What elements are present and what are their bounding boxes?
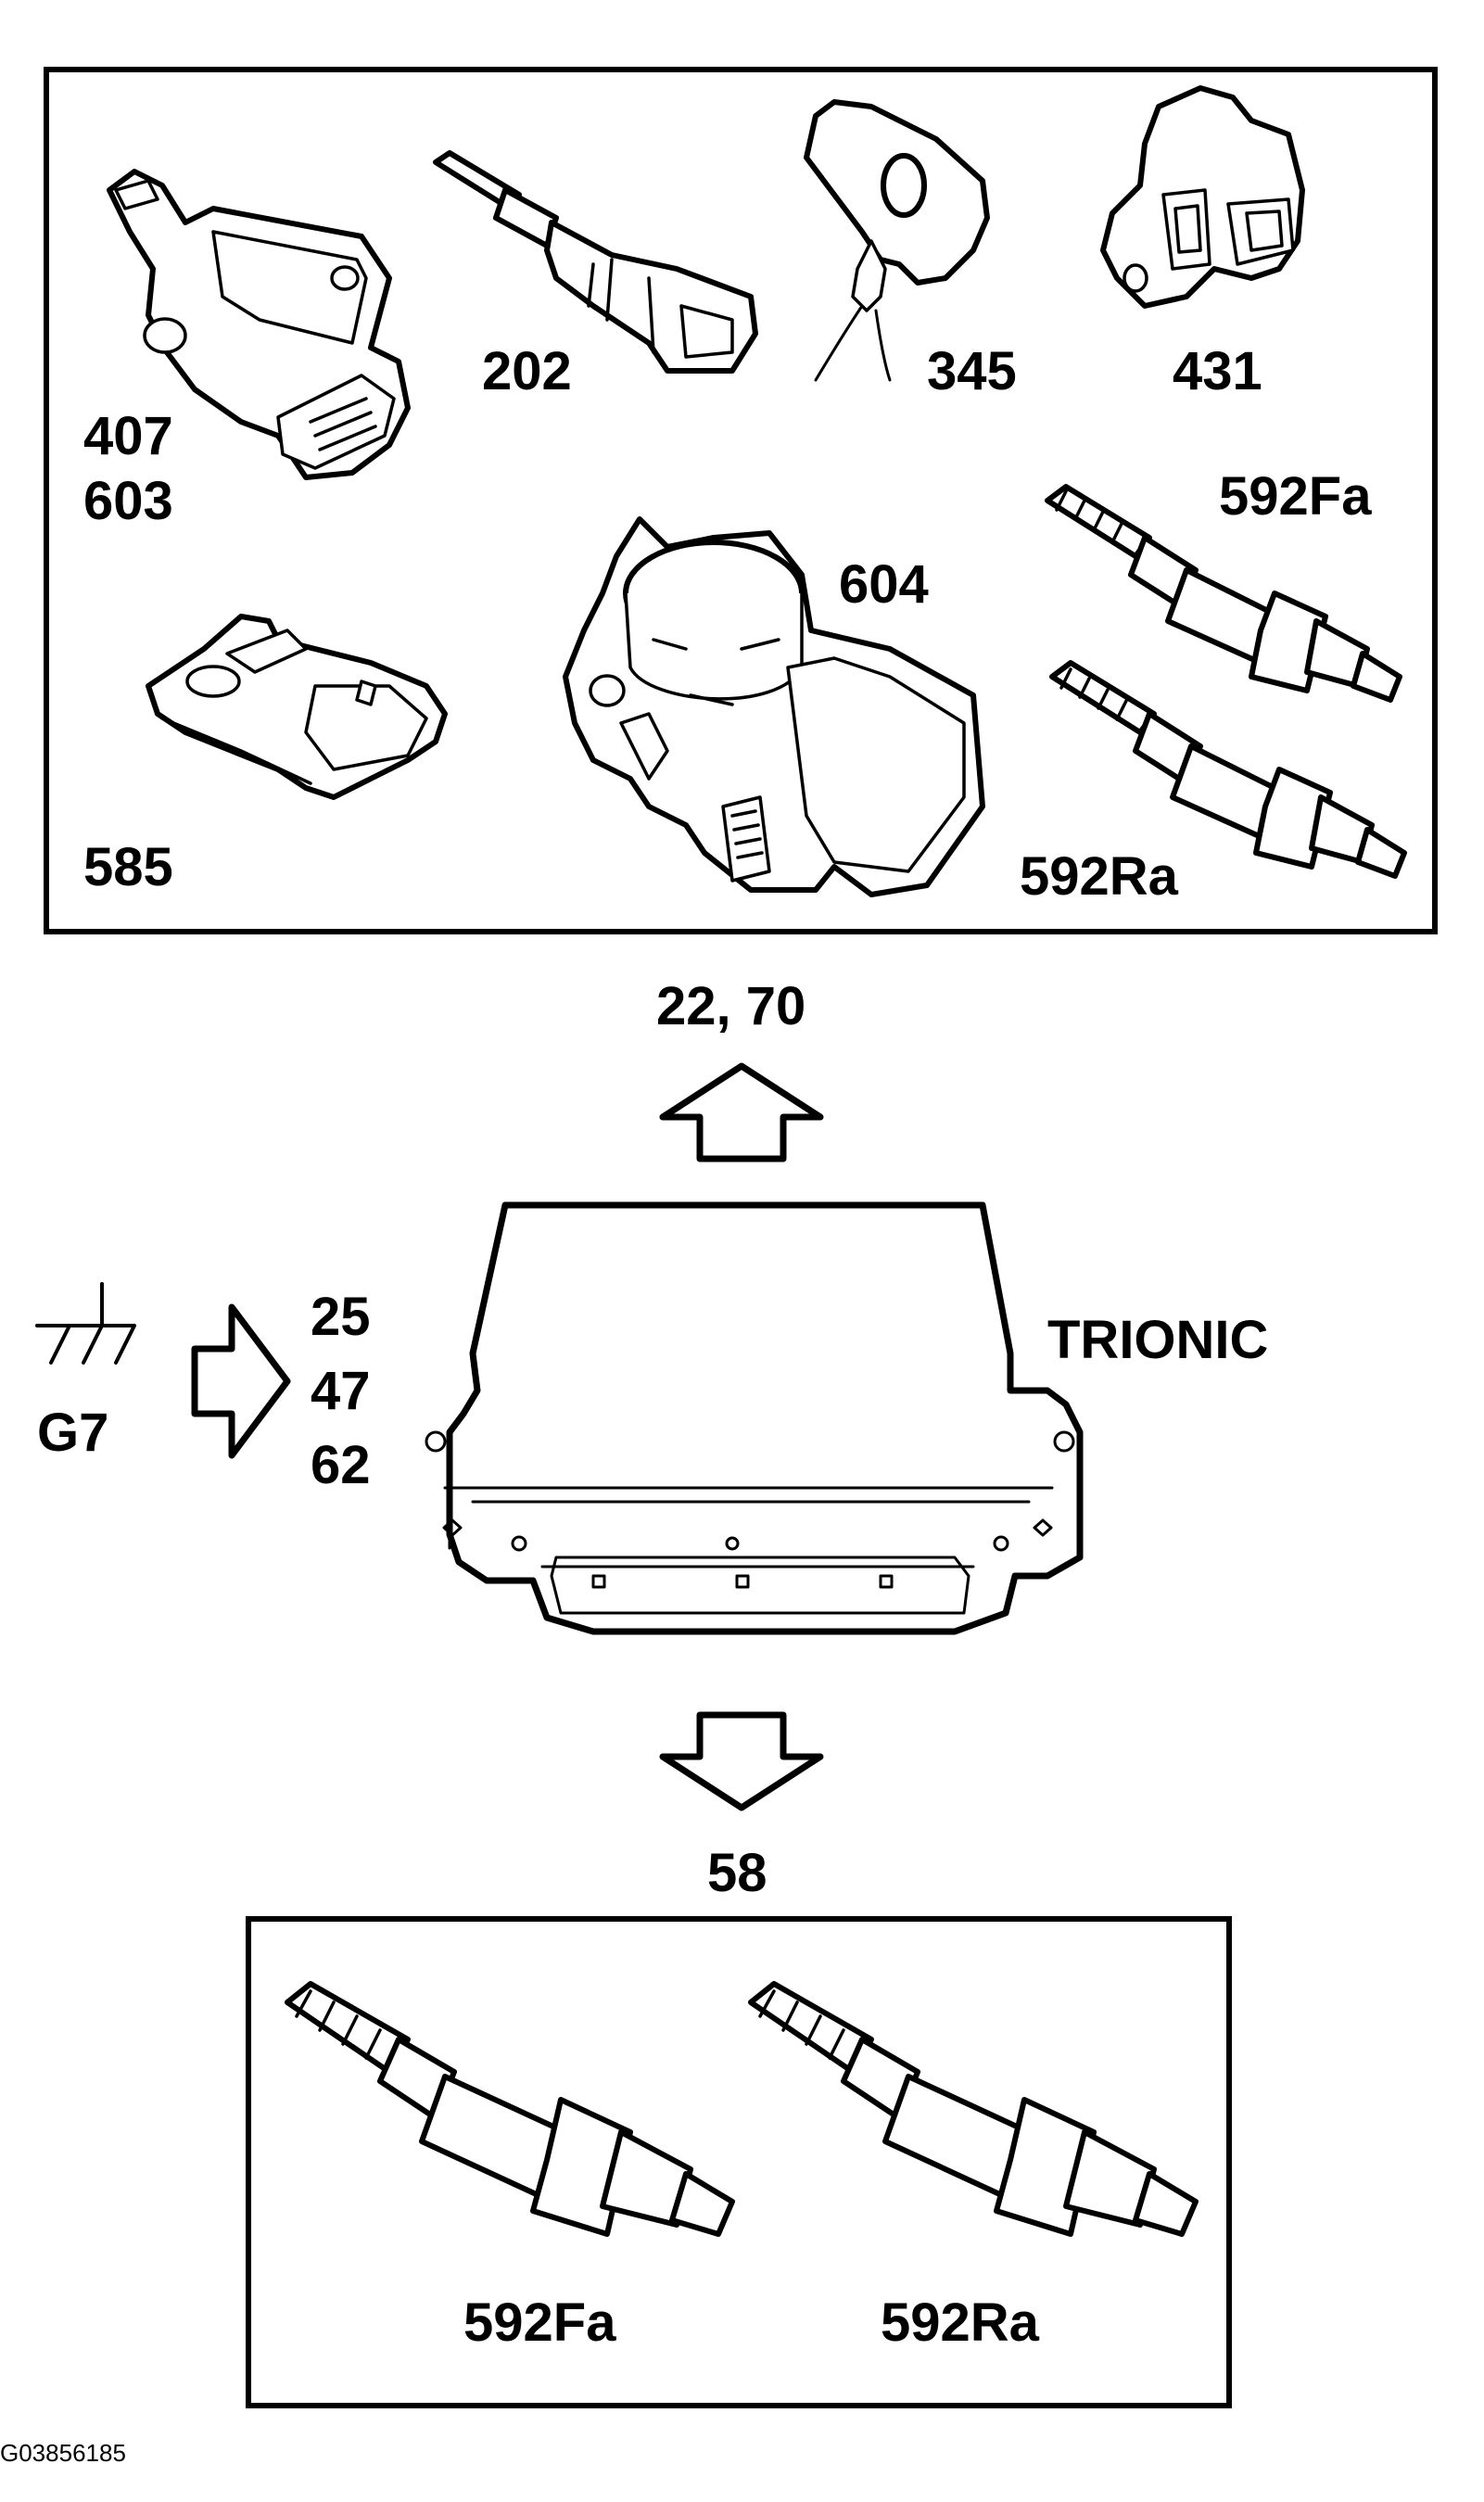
ground-symbol — [35, 1282, 136, 1365]
sensor-202-drawing — [433, 150, 758, 374]
label-592Fa-bottom: 592Fa — [463, 2292, 616, 2353]
throttle-body-604-drawing — [563, 516, 985, 897]
sensor-585-drawing — [146, 614, 448, 800]
label-592Ra-top: 592Ra — [1020, 846, 1179, 907]
oxygen-sensor-592Fa-bottom-drawing — [285, 1981, 735, 2237]
label-ground: G7 — [37, 1403, 108, 1463]
input-arrow — [191, 1303, 291, 1459]
label-592Ra-bottom: 592Ra — [881, 2292, 1040, 2353]
sensor-407-603-drawing — [107, 169, 411, 480]
label-407: 407 — [83, 406, 173, 466]
oxygen-sensor-592Ra-bottom-drawing — [748, 1981, 1199, 2237]
label-202: 202 — [482, 341, 572, 401]
sensor-345-drawing — [804, 99, 990, 382]
label-603: 603 — [83, 471, 173, 531]
bottom-components-box: 592Fa 592Ra — [246, 1916, 1232, 2408]
input-label-1: 25 — [311, 1287, 371, 1347]
label-604: 604 — [839, 554, 929, 615]
label-431: 431 — [1173, 341, 1262, 401]
label-585: 585 — [83, 837, 173, 897]
label-down-arrow: 58 — [707, 1843, 767, 1903]
figure-id: G03856185 — [0, 2439, 126, 2467]
label-up-arrow: 22, 70 — [656, 976, 805, 1036]
oxygen-sensor-592Ra-top-drawing — [1049, 660, 1407, 879]
trionic-ecu-drawing — [425, 1201, 1084, 1635]
up-arrow — [659, 1062, 824, 1162]
oxygen-sensor-592Fa-top-drawing — [1045, 484, 1402, 703]
label-345: 345 — [927, 341, 1017, 401]
top-components-box: 407 603 202 345 431 — [44, 67, 1438, 934]
label-ecu: TRIONIC — [1047, 1310, 1268, 1370]
input-label-2: 47 — [311, 1361, 371, 1421]
sensor-431-drawing — [1100, 85, 1305, 309]
label-592Fa-top: 592Fa — [1219, 466, 1372, 527]
input-label-3: 62 — [311, 1435, 371, 1495]
down-arrow — [659, 1711, 824, 1811]
